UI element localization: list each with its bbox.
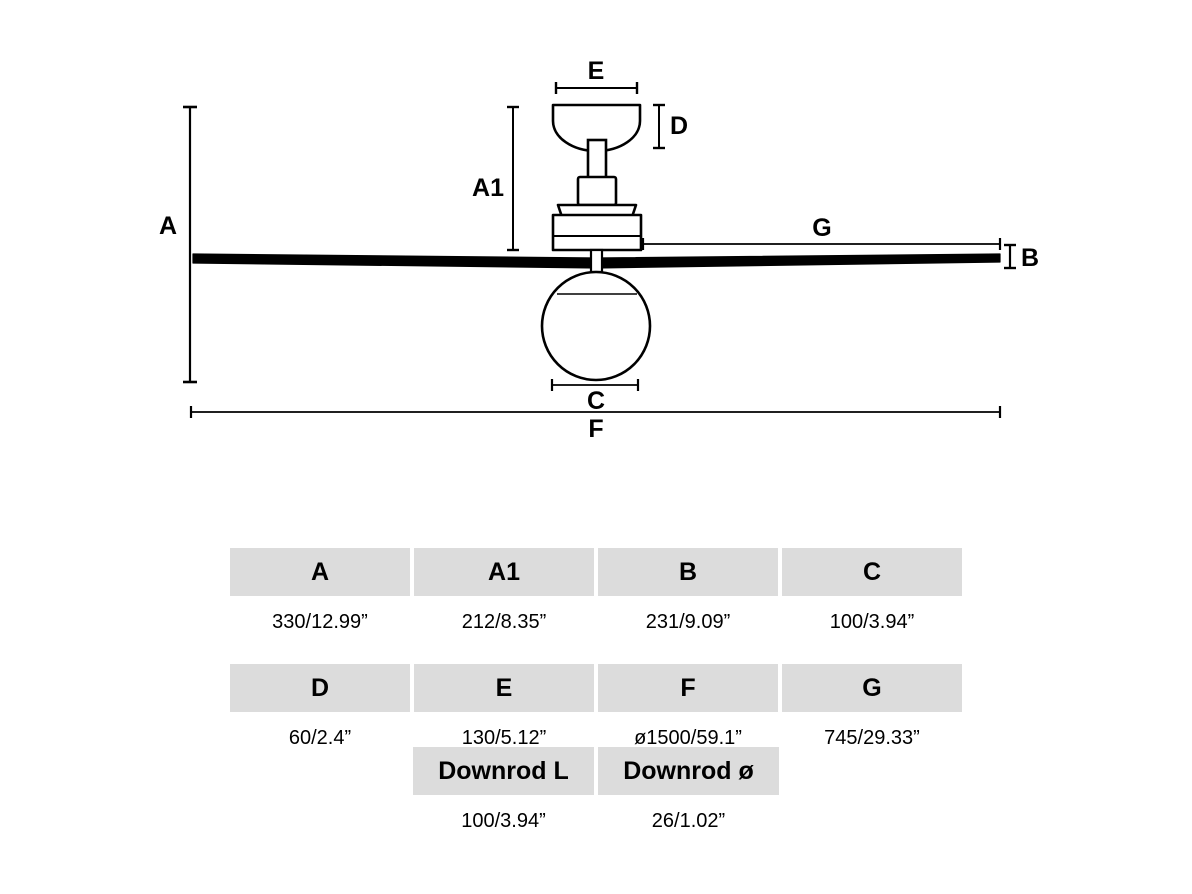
dimension-label-c: C — [587, 387, 605, 415]
downrod-spec-table: Downrod L Downrod ø 100/3.94” 26/1.02” — [413, 747, 779, 843]
dimension-d: D — [653, 103, 688, 150]
spec-header-row-2: D E F G — [230, 664, 962, 712]
dimension-label-g: G — [812, 214, 831, 242]
dimension-label-e: E — [588, 57, 605, 85]
fan-blade-left — [192, 253, 598, 269]
spec-header-row-1: A A1 B C — [230, 548, 962, 596]
dimension-a: A — [159, 105, 197, 384]
spec-header-cell-downrod-length: Downrod L — [413, 747, 594, 795]
spec-header-cell-downrod-diameter: Downrod ø — [598, 747, 779, 795]
dimension-a1: A1 — [472, 105, 519, 252]
spec-value-cell-downrod-length: 100/3.94” — [413, 799, 594, 843]
downrod — [586, 138, 608, 180]
light-globe-stem — [589, 248, 604, 274]
spec-value-cell: 231/9.09” — [598, 600, 778, 644]
dimension-label-a: A — [159, 212, 177, 240]
spec-header-cell: A — [230, 548, 410, 596]
dimension-label-b: B — [1021, 244, 1039, 272]
spec-value-cell: 212/8.35” — [414, 600, 594, 644]
motor-housing — [551, 213, 643, 252]
fan-blade-right — [596, 253, 1001, 269]
dimension-f: F — [189, 406, 1002, 443]
spec-header-cell: C — [782, 548, 962, 596]
spec-value-row-1: 330/12.99” 212/8.35” 231/9.09” 100/3.94” — [230, 600, 962, 644]
spec-header-cell: F — [598, 664, 778, 712]
fan-dimension-drawing: A A1 E D — [159, 57, 1039, 443]
block-spacer — [230, 644, 962, 664]
spec-header-cell: G — [782, 664, 962, 712]
spec-header-cell: E — [414, 664, 594, 712]
spec-value-cell-downrod-diameter: 26/1.02” — [598, 799, 779, 843]
dimension-c: C — [550, 379, 640, 415]
dimension-g: G — [641, 214, 1002, 250]
spec-header-cell: A1 — [414, 548, 594, 596]
spec-header-cell: D — [230, 664, 410, 712]
spec-value-cell: 100/3.94” — [782, 600, 962, 644]
spec-value-row-3: 100/3.94” 26/1.02” — [413, 799, 779, 843]
dimension-label-d: D — [670, 112, 688, 140]
dimension-e: E — [554, 57, 639, 94]
spec-value-cell: 60/2.4” — [230, 716, 410, 760]
spec-value-cell: 745/29.33” — [782, 716, 962, 760]
spec-header-cell: B — [598, 548, 778, 596]
dimension-b: B — [1004, 243, 1039, 272]
light-globe — [540, 270, 652, 382]
dimension-label-a1: A1 — [472, 174, 504, 202]
downrod-coupling — [576, 175, 618, 207]
dimension-label-f: F — [588, 415, 603, 443]
spec-header-row-3: Downrod L Downrod ø — [413, 747, 779, 795]
dimension-spec-table: A A1 B C 330/12.99” 212/8.35” 231/9.09” … — [230, 548, 962, 760]
spec-value-cell: 330/12.99” — [230, 600, 410, 644]
